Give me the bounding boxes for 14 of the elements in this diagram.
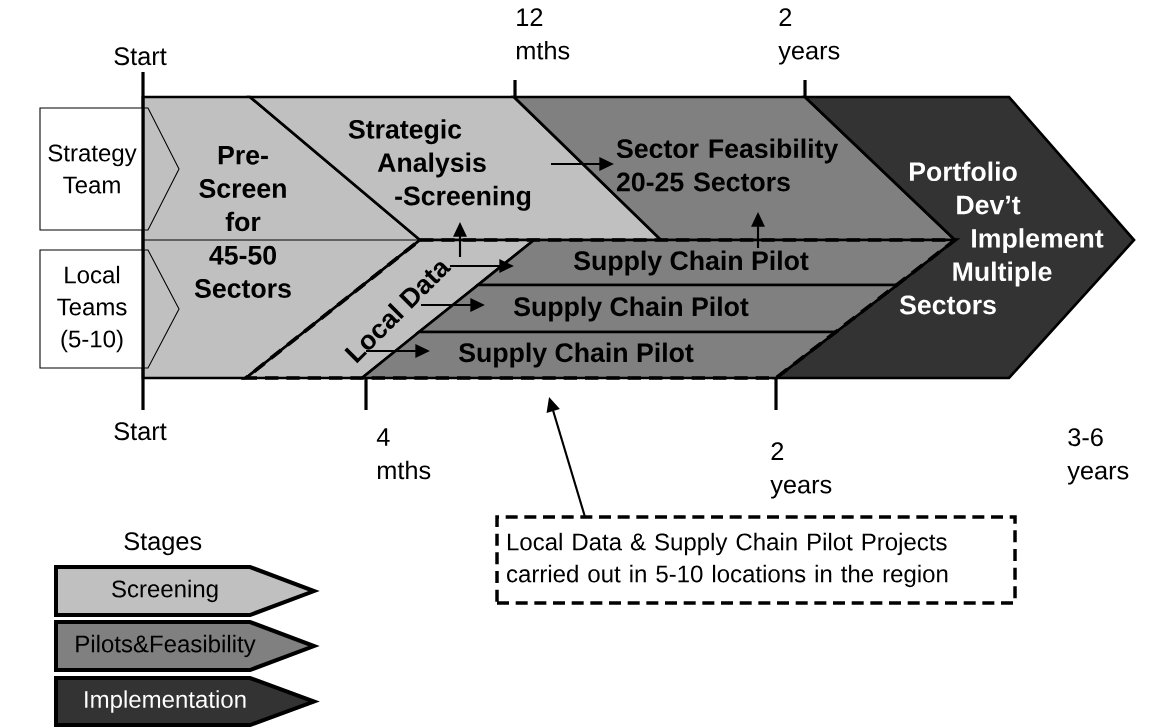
time-label: 12 mths [516,8,570,60]
time-label: 2 years [778,8,840,65]
legend-heading: Stages [124,532,202,556]
legend-label: Pilots&Feasibility [76,634,256,658]
team-box: Strategy Team [39,107,180,231]
legend-label: Implementation [85,690,246,713]
time-label: 2 years [770,442,832,499]
time-label: 4 mths [376,428,431,480]
time-label: Start [114,422,167,441]
team-box: Local Teams (5-10) [39,249,180,369]
time-label: Start [114,47,167,66]
legend-label: Screening [112,579,218,603]
time-label: 3-6 years [1067,428,1129,485]
note-box: Local Data & Supply Chain Pilot Projects carried out in 5-10 locations in the region [495,515,1017,605]
